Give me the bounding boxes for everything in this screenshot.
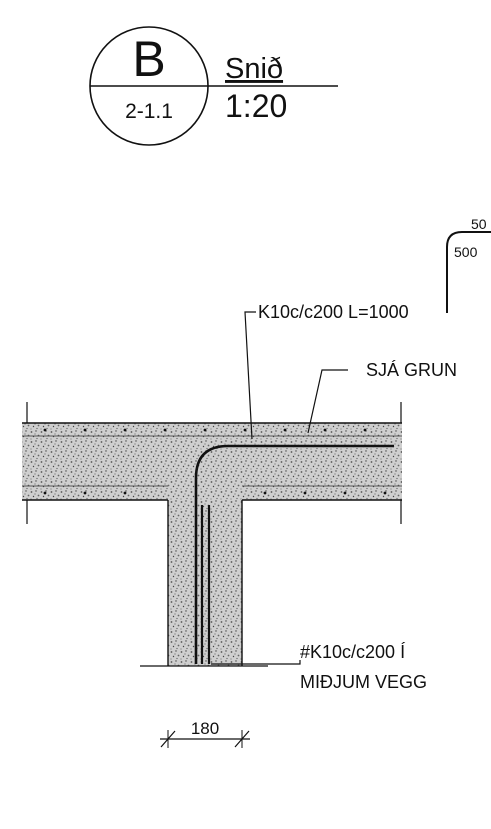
wall-rebar-label-line1: #K10c/c200 Í [300,642,405,662]
bent-top-rebar [194,444,394,664]
title-block: B 2-1.1 Snið 1:20 [89,26,338,146]
sheet-reference: 2-1.1 [125,100,173,123]
detail-letter: B [132,31,165,87]
wall-rebar-label-line2: MIÐJUM VEGG [300,672,427,692]
wall-thickness-value: 180 [191,719,219,738]
bent-bar-detail: 50 500 [446,216,491,313]
wall-rebar-leader: #K10c/c200 Í MIÐJUM VEGG [211,642,427,692]
top-rebar-leader-line [244,311,256,440]
slab [22,402,402,524]
see-plan-label: SJÁ GRUN [366,360,457,380]
wall-rebar-leader-line [211,660,301,665]
bar-leg-vertical-dim: 500 [454,244,478,260]
wall-concrete [168,500,242,666]
top-rebar-leader: K10c/c200 L=1000 [244,302,409,440]
view-scale: 1:20 [225,88,287,124]
bar-leg-horizontal-dim: 50 [471,216,487,232]
slab-concrete [22,423,402,500]
see-plan-leader: SJÁ GRUN [307,360,457,434]
bent-bar-shape [446,231,491,313]
top-rebar-label: K10c/c200 L=1000 [258,302,409,322]
wall-thickness-dimension: 180 [160,719,250,748]
see-plan-leader-line [307,369,348,434]
wall [140,500,268,667]
view-title: Snið [225,53,283,85]
slab-rebar-dots [43,428,387,495]
